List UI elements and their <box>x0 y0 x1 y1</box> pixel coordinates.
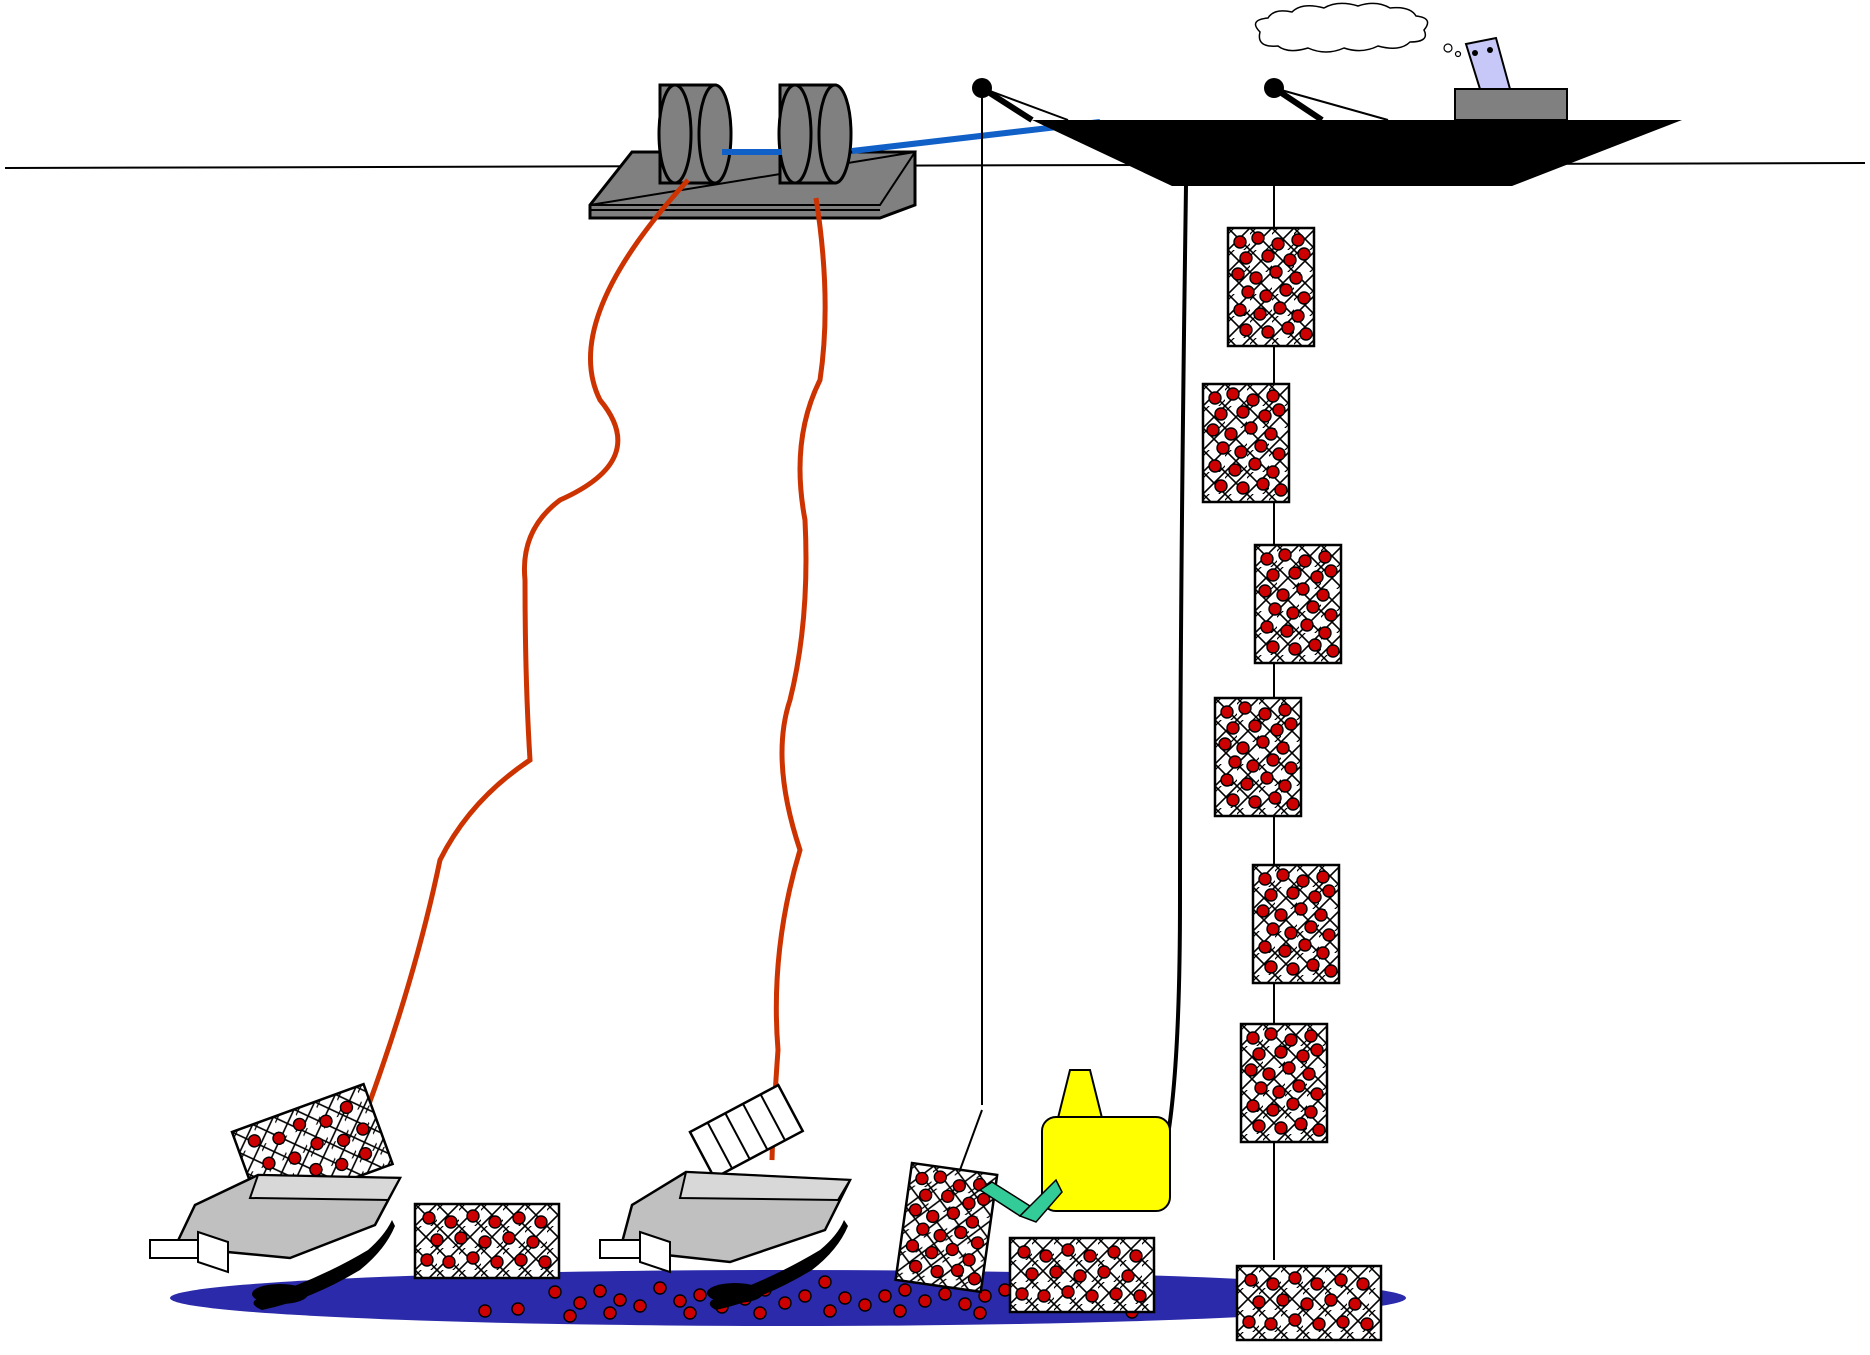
nodule-cage-icon <box>1203 384 1289 502</box>
hanging-cages <box>1203 228 1341 1142</box>
manipulator-arm <box>978 1178 1063 1223</box>
nodule-cage-icon <box>1253 865 1339 983</box>
seabed-crawler-2 <box>599 1083 852 1310</box>
smoke-cloud-icon <box>1254 2 1462 58</box>
lift-line-tether <box>959 1109 983 1171</box>
seabed-crawler-1 <box>149 1082 403 1310</box>
deckhouse <box>1454 88 1568 121</box>
seabed-cage-1 <box>415 1204 559 1278</box>
nodule-cage-icon <box>1228 228 1314 346</box>
seabed-cage-3 <box>1237 1266 1381 1340</box>
winch-platform <box>588 150 918 220</box>
nodule-cage-icon <box>1241 1024 1327 1142</box>
surface-vessel <box>972 2 1682 186</box>
seabed-cage-2 <box>1010 1238 1154 1312</box>
waterline <box>4 162 1866 169</box>
riser-cable <box>1166 185 1188 1136</box>
crawler-cage-empty <box>688 1083 805 1180</box>
collector-unit-icon <box>1041 1069 1171 1212</box>
umbilical-right <box>769 197 828 1161</box>
nodule-cage-icon <box>1215 698 1301 816</box>
cable-drum-left <box>657 83 733 185</box>
cable-drum-right <box>777 83 853 185</box>
nodule-cage-icon <box>1255 545 1341 663</box>
cab-window <box>1464 36 1512 90</box>
tilted-cage <box>896 1163 998 1292</box>
umbilical-left <box>362 178 690 1116</box>
